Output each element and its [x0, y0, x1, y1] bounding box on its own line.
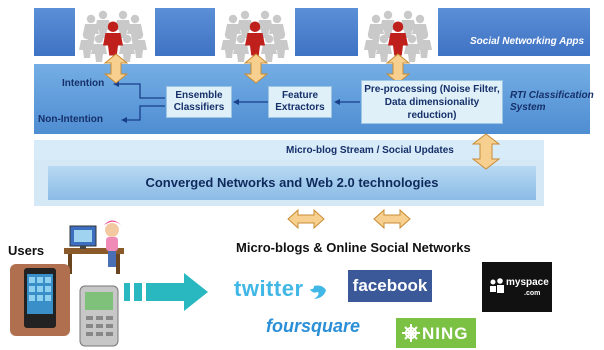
ning-gear-icon [402, 324, 420, 342]
ensemble-classifiers-text: Ensemble Classifiers [173, 90, 225, 113]
rti-layer-label: RTI Classification System [510, 90, 594, 113]
twitter-logo: twitter [234, 276, 304, 301]
users-label: Users [8, 243, 45, 258]
myspace-logo-suffix: .com [524, 290, 541, 297]
feature-extractors-box: Feature Extractors [268, 86, 332, 118]
intention-label: Intention [62, 78, 105, 89]
non-intention-label: Non-Intention [38, 114, 103, 125]
converged-inner [48, 166, 536, 200]
facebook-logo: facebook [352, 276, 428, 295]
microblogs-label: Micro-blogs & Online Social Networks [236, 240, 471, 255]
converged-label: Converged Networks and Web 2.0 technolog… [145, 175, 439, 190]
double-arrows [103, 53, 501, 170]
myspace-logo: myspace .com [506, 278, 549, 299]
ensemble-classifiers-box: Ensemble Classifiers [166, 86, 232, 118]
apps-layer-label: Social Networking Apps [470, 36, 585, 47]
keypad-phone-image [79, 285, 119, 347]
feature-extractors-text: Feature Extractors [275, 90, 325, 113]
myspace-icon [490, 278, 504, 293]
ning-logo: NING [422, 324, 469, 343]
teal-arrow [124, 273, 208, 311]
touch-phone-image [10, 264, 70, 336]
rti-flow-arrows [113, 81, 360, 123]
lower-double-arrows [287, 208, 411, 230]
myspace-logo-text: myspace [506, 277, 549, 288]
user-at-desk-image [64, 220, 124, 274]
stream-band [34, 140, 544, 163]
twitter-bird-icon [310, 285, 326, 299]
facebook-logo-bg [348, 270, 432, 302]
preprocessing-box: Pre-processing (Noise Filter, Data dimen… [361, 80, 503, 124]
preprocessing-text: Pre-processing (Noise Filter, Data dimen… [364, 83, 500, 121]
stream-label: Micro-blog Stream / Social Updates [286, 145, 454, 156]
foursquare-logo: foursquare [266, 316, 361, 336]
